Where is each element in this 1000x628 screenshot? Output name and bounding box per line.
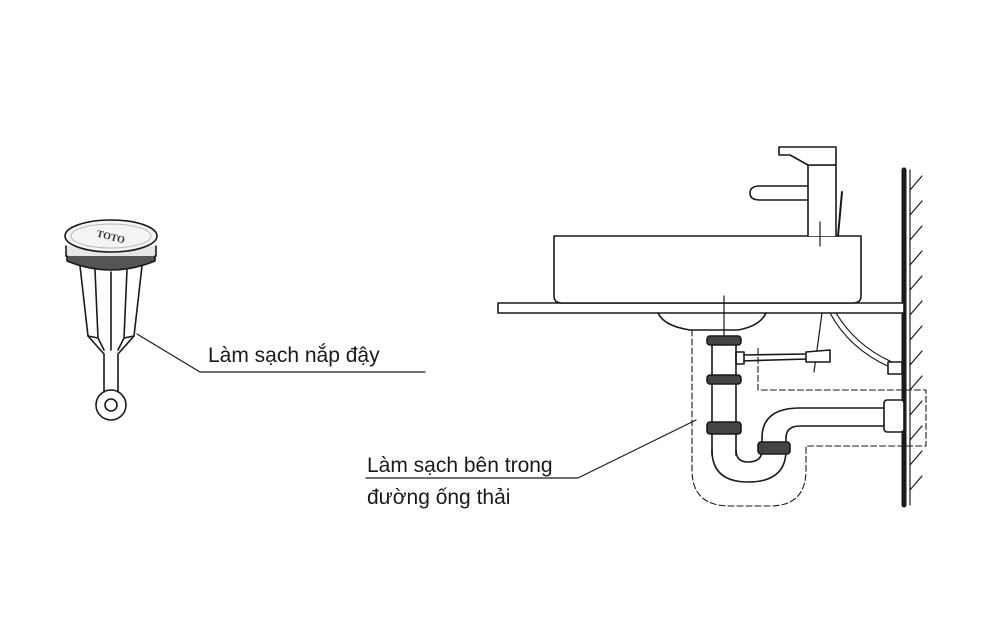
stopper-leader-line [136,333,426,373]
faucet [749,146,843,247]
drain-cleaning-label-line2: đường ống thải [367,486,511,509]
stopper-ring [95,379,127,421]
wall [901,167,923,508]
stopper-stem [79,265,143,381]
stopper-cap: TOTO [64,219,158,271]
drain-cleaning-label-line1: Làm sạch bên trong [367,454,553,477]
p-trap [711,399,905,483]
vessel-basin [553,235,862,337]
countertop [497,302,905,314]
pop-up-stopper: TOTO [64,219,158,421]
dashed-outline [691,329,927,507]
supply-hoses [735,312,903,375]
drain-leader-line [365,419,697,479]
stopper-cleaning-label: Làm sạch nắp đậy [208,344,380,367]
drain-tailpiece [706,335,742,456]
